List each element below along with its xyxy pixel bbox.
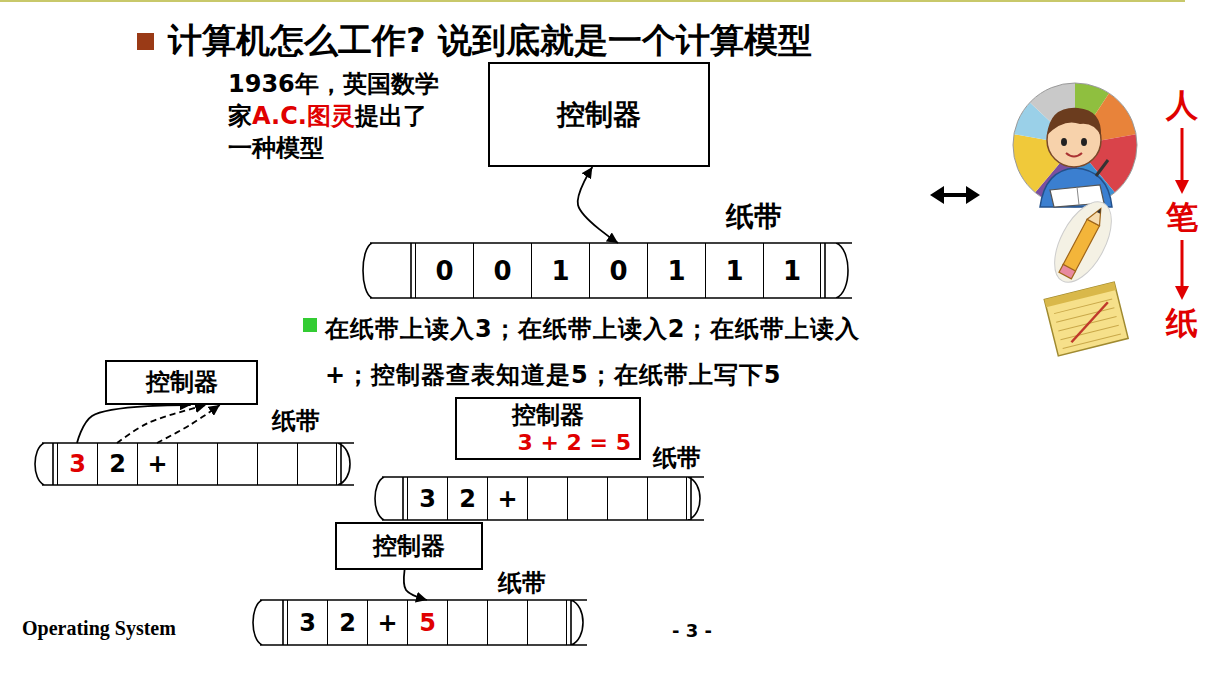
cell-symbol: 0 [609, 256, 627, 286]
cell-symbol: 5 [419, 609, 436, 637]
empty-cell [647, 477, 687, 520]
empty-cell [527, 477, 567, 520]
tape-cell: 5 [407, 600, 447, 645]
header-rule [0, 0, 1185, 2]
pencil-illustration [1043, 193, 1123, 291]
cell-symbol: + [147, 450, 167, 478]
intro-text: A.C.图灵 [252, 102, 355, 130]
cell-symbol: + [497, 485, 517, 513]
paper-tape: 纸带0010111 [358, 243, 858, 298]
cell-symbol: 2 [339, 609, 356, 637]
tape-cell: 0 [415, 243, 473, 298]
tape-cell: + [487, 477, 527, 520]
tape-label: 纸带 [272, 405, 320, 437]
notepad-illustration [1044, 282, 1128, 356]
title-bullet [137, 33, 154, 50]
vertical-label: 纸 [1166, 302, 1198, 346]
empty-cell [527, 600, 567, 645]
controller-box: 控制器 [105, 360, 258, 405]
cell-symbol: 3 [299, 609, 316, 637]
controller-label: 控制器 [557, 98, 641, 132]
tape-label: 纸带 [498, 567, 546, 599]
footer-text: Operating System [22, 617, 176, 640]
tape-cell: 2 [97, 443, 137, 485]
tape-cell: 1 [705, 243, 763, 298]
cell-symbol: 1 [551, 256, 569, 286]
tape-cell: 2 [327, 600, 367, 645]
tape-label: 纸带 [653, 442, 701, 474]
control-arrow [157, 405, 220, 443]
empty-cell [607, 477, 647, 520]
tape-label: 纸带 [726, 198, 782, 236]
paper-tape: 纸带32+ [370, 477, 710, 520]
page-number: - 3 - [672, 620, 712, 641]
list-bullet [303, 318, 317, 332]
controller-label: 控制器 [373, 532, 445, 561]
paper-tape: 纸带32+ [30, 443, 360, 485]
control-arrow [578, 167, 618, 243]
paper-tape: 纸带32+5 [248, 600, 593, 645]
tape-cell: 1 [763, 243, 821, 298]
control-arrow [404, 570, 427, 600]
empty-cell [567, 477, 607, 520]
cell-symbol: 1 [667, 256, 685, 286]
boy-illustration [1013, 83, 1137, 207]
cell-symbol: 1 [783, 256, 801, 286]
vertical-label: 人 [1166, 84, 1198, 128]
lookup-result: 3 + 2 = 5 [518, 430, 631, 456]
cell-symbol: 0 [493, 256, 511, 286]
cell-symbol: 2 [109, 450, 126, 478]
tape-cell: + [367, 600, 407, 645]
intro-paragraph: 1936年，英国数学家A.C.图灵提出了一种模型 [228, 68, 443, 164]
control-arrow [77, 405, 191, 443]
empty-cell [257, 443, 297, 485]
controller-box: 控制器3 + 2 = 5 [455, 397, 641, 460]
controller-label: 控制器 [512, 401, 584, 430]
cell-symbol: 1 [725, 256, 743, 286]
tape-cell: 2 [447, 477, 487, 520]
cell-symbol: 0 [435, 256, 453, 286]
tape-cell: 3 [407, 477, 447, 520]
cell-symbol: 3 [69, 450, 86, 478]
empty-cell [217, 443, 257, 485]
empty-cell [297, 443, 337, 485]
tape-cell: 0 [589, 243, 647, 298]
step-description: 在纸带上读入3；在纸带上读入2；在纸带上读入+；控制器查表知道是5；在纸带上写下… [325, 306, 905, 398]
empty-cell [447, 600, 487, 645]
cell-symbol: 2 [459, 485, 476, 513]
tape-cell: 1 [647, 243, 705, 298]
pad-rule [1061, 325, 1119, 340]
vertical-label: 笔 [1166, 196, 1198, 240]
double-arrow [930, 186, 980, 204]
tape-cell: 3 [287, 600, 327, 645]
cell-symbol: + [377, 609, 397, 637]
slide-title: 计算机怎么工作? 说到底就是一个计算模型 [168, 18, 812, 64]
empty-cell [177, 443, 217, 485]
tape-cell: 0 [473, 243, 531, 298]
tape-cell: + [137, 443, 177, 485]
controller-box: 控制器 [335, 522, 483, 570]
tape-cell: 3 [57, 443, 97, 485]
cell-symbol: 3 [419, 485, 436, 513]
controller-box: 控制器 [488, 62, 710, 167]
empty-cell [487, 600, 527, 645]
tape-cell: 1 [531, 243, 589, 298]
controller-label: 控制器 [146, 368, 218, 397]
pad-rule [1056, 308, 1114, 323]
